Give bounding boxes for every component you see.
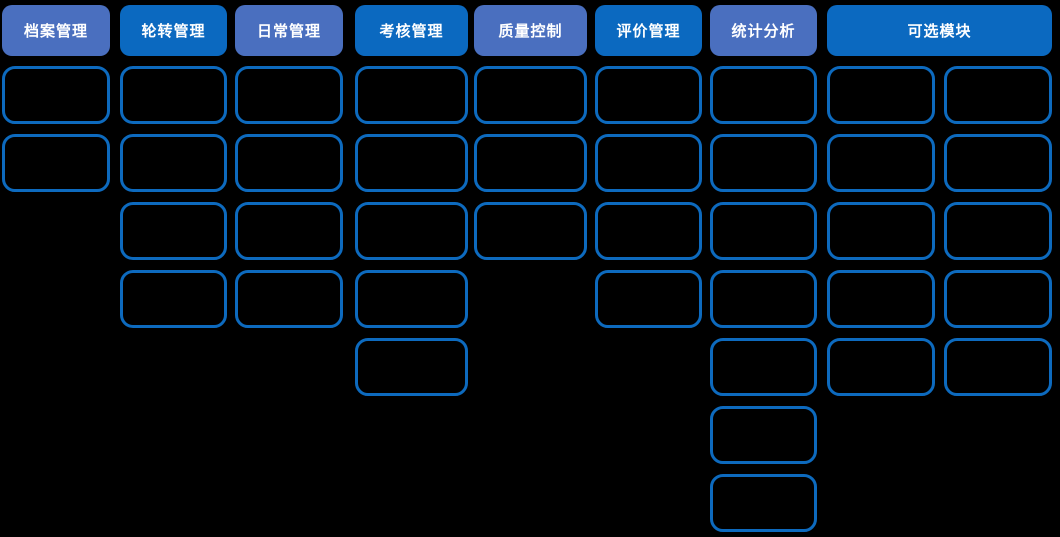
item-box-assessment-management-r1 bbox=[355, 66, 468, 124]
item-box-quality-control-r2 bbox=[474, 134, 587, 192]
item-box-daily-management-r3 bbox=[235, 202, 343, 260]
item-box-statistical-analysis-r2 bbox=[710, 134, 817, 192]
item-box-assessment-management-r5 bbox=[355, 338, 468, 396]
item-box-statistical-analysis-r5 bbox=[710, 338, 817, 396]
item-box-rotation-management-r1 bbox=[120, 66, 227, 124]
module-header-assessment-management: 考核管理 bbox=[355, 5, 468, 56]
item-box-assessment-management-r3 bbox=[355, 202, 468, 260]
item-box-daily-management-r2 bbox=[235, 134, 343, 192]
item-box-evaluation-management-r1 bbox=[595, 66, 702, 124]
module-header-quality-control: 质量控制 bbox=[474, 5, 587, 56]
module-header-evaluation-management: 评价管理 bbox=[595, 5, 702, 56]
item-box-optional-modules-r5-c2 bbox=[944, 338, 1052, 396]
item-box-evaluation-management-r2 bbox=[595, 134, 702, 192]
item-box-optional-modules-r4-c2 bbox=[944, 270, 1052, 328]
item-box-optional-modules-r3-c1 bbox=[827, 202, 935, 260]
module-header-optional-modules: 可选模块 bbox=[827, 5, 1052, 56]
item-box-optional-modules-r2-c2 bbox=[944, 134, 1052, 192]
module-header-archive-management: 档案管理 bbox=[2, 5, 110, 56]
module-header-rotation-management: 轮转管理 bbox=[120, 5, 227, 56]
item-box-statistical-analysis-r4 bbox=[710, 270, 817, 328]
item-box-assessment-management-r4 bbox=[355, 270, 468, 328]
item-box-evaluation-management-r3 bbox=[595, 202, 702, 260]
item-box-evaluation-management-r4 bbox=[595, 270, 702, 328]
item-box-optional-modules-r4-c1 bbox=[827, 270, 935, 328]
item-box-archive-management-r1 bbox=[2, 66, 110, 124]
item-box-optional-modules-r1-c2 bbox=[944, 66, 1052, 124]
item-box-statistical-analysis-r3 bbox=[710, 202, 817, 260]
item-box-quality-control-r1 bbox=[474, 66, 587, 124]
item-box-rotation-management-r2 bbox=[120, 134, 227, 192]
item-box-optional-modules-r3-c2 bbox=[944, 202, 1052, 260]
item-box-statistical-analysis-r6 bbox=[710, 406, 817, 464]
item-box-rotation-management-r3 bbox=[120, 202, 227, 260]
item-box-daily-management-r1 bbox=[235, 66, 343, 124]
item-box-archive-management-r2 bbox=[2, 134, 110, 192]
module-header-daily-management: 日常管理 bbox=[235, 5, 343, 56]
item-box-statistical-analysis-r1 bbox=[710, 66, 817, 124]
item-box-rotation-management-r4 bbox=[120, 270, 227, 328]
item-box-daily-management-r4 bbox=[235, 270, 343, 328]
item-box-quality-control-r3 bbox=[474, 202, 587, 260]
item-box-optional-modules-r5-c1 bbox=[827, 338, 935, 396]
item-box-assessment-management-r2 bbox=[355, 134, 468, 192]
item-box-optional-modules-r1-c1 bbox=[827, 66, 935, 124]
item-box-optional-modules-r2-c1 bbox=[827, 134, 935, 192]
item-box-statistical-analysis-r7 bbox=[710, 474, 817, 532]
module-header-statistical-analysis: 统计分析 bbox=[710, 5, 817, 56]
